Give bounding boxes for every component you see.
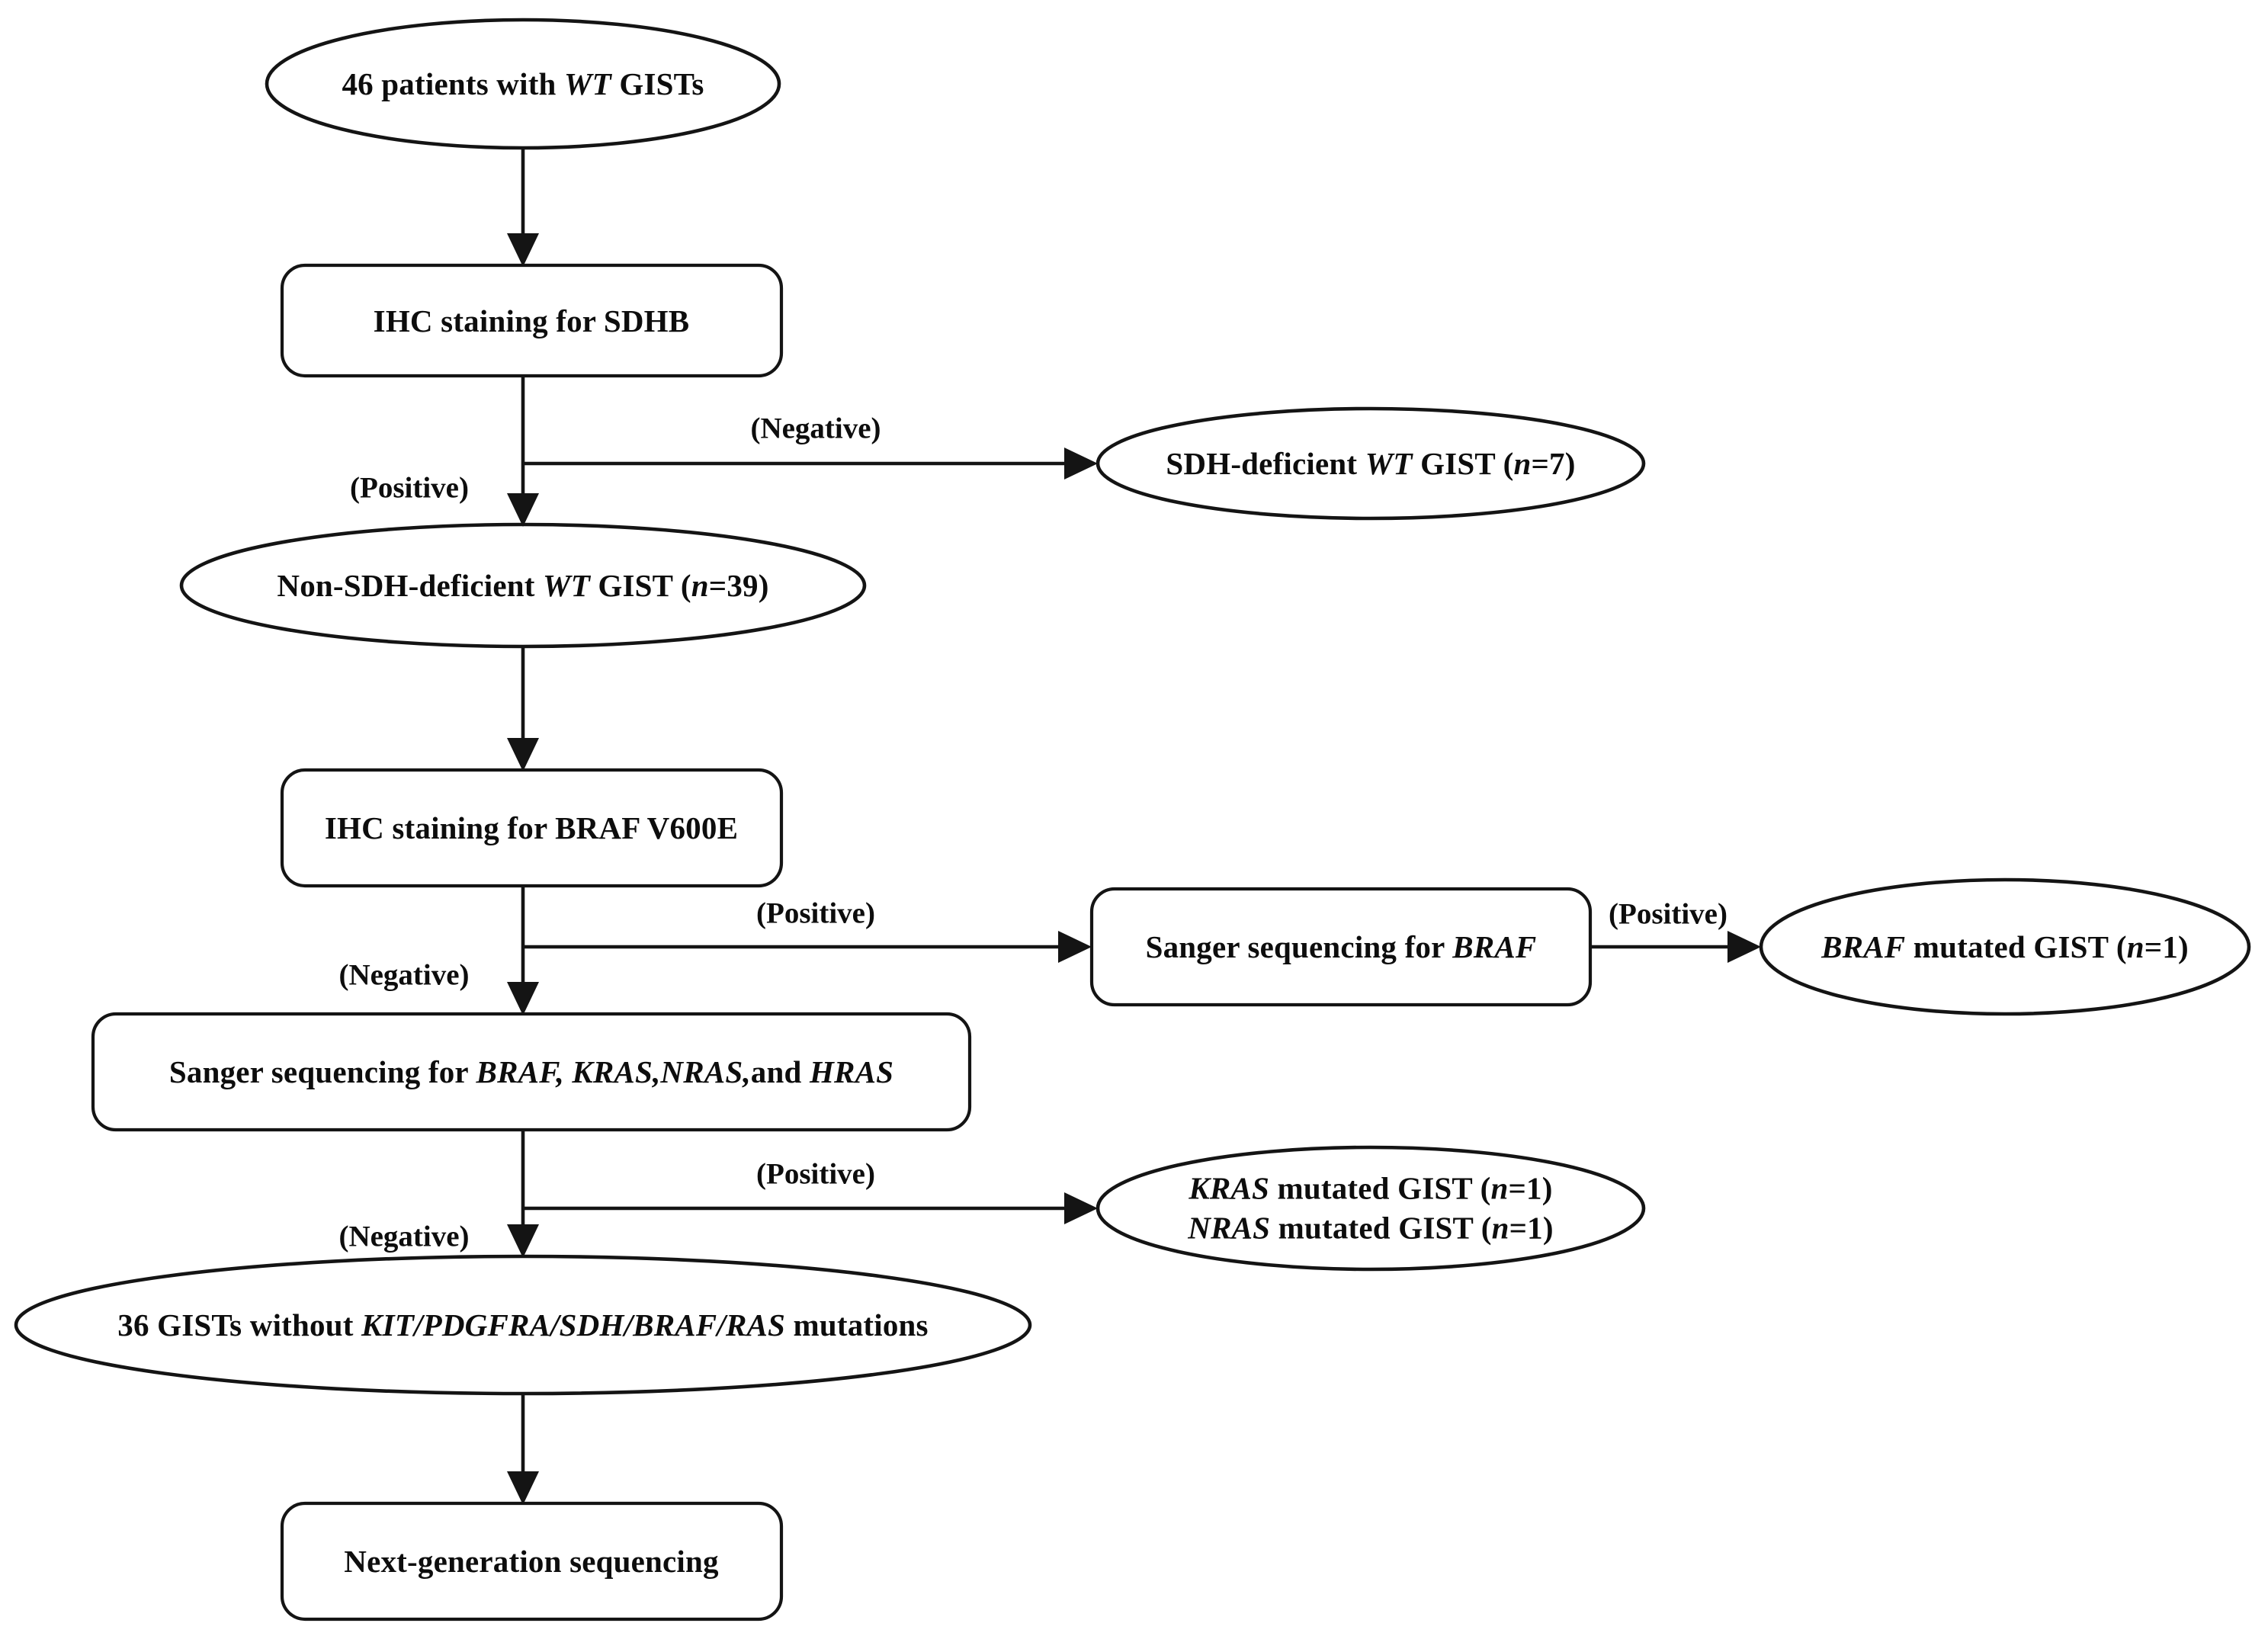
node-46-patients-wt-gists-label: 46 patients with WT GISTs xyxy=(342,66,704,101)
shape-node-next-generation-sequencing xyxy=(280,1501,784,1622)
arrowhead-n2-n4 xyxy=(507,493,539,527)
node-sanger-sequencing-ras-panel-label: Sanger sequencing for BRAF, KRAS,NRAS,an… xyxy=(168,1054,894,1089)
edge-label-braf-ihc-negative: (Negative) xyxy=(338,958,470,992)
shape-node-ihc-staining-braf-v600e xyxy=(280,768,784,888)
node-next-generation-sequencing-label: Next-generation sequencing xyxy=(344,1543,719,1579)
node-kras-nras-mutated-gist-label: KRAS mutated GIST (n=1) NRAS mutated GIS… xyxy=(1188,1170,1554,1246)
arrowhead-n8-n10 xyxy=(507,1224,539,1258)
node-non-sdh-deficient-wt-gist-label: Non-SDH-deficient WT GIST (n=39) xyxy=(277,567,769,603)
edge-label-sdhb-negative: (Negative) xyxy=(750,412,881,445)
arrowhead-n6-n7 xyxy=(1727,931,1761,963)
node-braf-mutated-gist-label: BRAF mutated GIST (n=1) xyxy=(1821,929,2189,964)
arrowhead-n8-n9 xyxy=(1064,1192,1098,1224)
arrowhead-n10-n11 xyxy=(507,1471,539,1505)
arrowhead-n2-n3 xyxy=(1064,447,1098,480)
node-sdh-deficient-wt-gist-label: SDH-deficient WT GIST (n=7) xyxy=(1166,445,1576,481)
edge-label-braf-ihc-positive: (Positive) xyxy=(756,897,875,930)
arrowhead-n5-n8 xyxy=(507,982,539,1015)
node-ihc-staining-sdhb-label: IHC staining for SDHB xyxy=(373,303,690,338)
node-36-gists-without-mutations-label: 36 GISTs without KIT/PDGFRA/SDH/BRAF/RAS… xyxy=(117,1307,929,1342)
arrowhead-n1-n2 xyxy=(507,233,539,267)
node-ihc-staining-braf-v600e-label: IHC staining for BRAF V600E xyxy=(324,810,739,845)
arrowhead-n5-n6 xyxy=(1058,931,1092,963)
shape-node-ihc-staining-sdhb xyxy=(280,263,784,378)
edge-label-ras-positive: (Positive) xyxy=(756,1157,875,1191)
arrowhead-n4-n5 xyxy=(507,738,539,771)
node-sanger-sequencing-braf-label: Sanger sequencing for BRAF xyxy=(1145,929,1537,964)
edge-label-sdhb-positive: (Positive) xyxy=(350,471,469,505)
edge-label-ras-negative: (Negative) xyxy=(338,1220,470,1253)
shape-node-sanger-sequencing-ras-panel xyxy=(91,1012,972,1132)
edge-label-sanger-braf-positive: (Positive) xyxy=(1609,897,1727,931)
